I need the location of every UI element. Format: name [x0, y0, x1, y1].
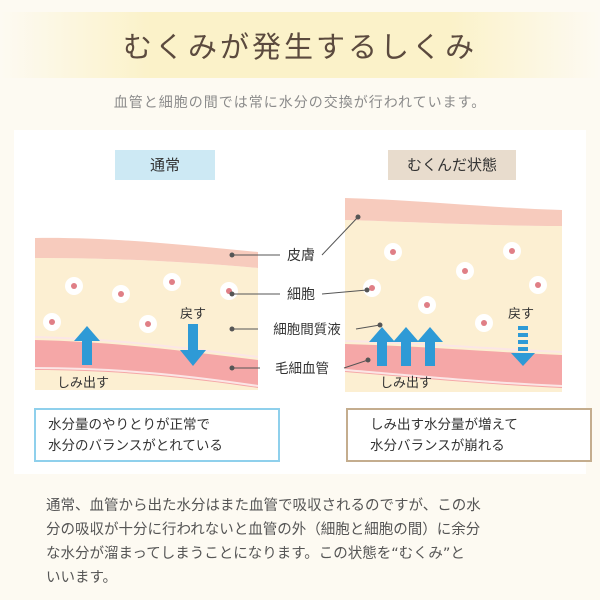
normal-caption: 水分量のやりとりが正常で 水分のバランスがとれている — [34, 408, 280, 462]
caption-line: 水分のバランスがとれている — [48, 438, 223, 454]
swollen-arrow-back-label: 戻す — [508, 307, 534, 322]
caption-line: しみ出す水分量が増えて — [370, 417, 518, 433]
cell — [529, 276, 547, 294]
cell — [220, 282, 238, 300]
normal-tissue — [34, 237, 259, 390]
cell — [475, 314, 493, 332]
cell — [65, 277, 83, 295]
cell — [384, 243, 402, 261]
caption-line: 水分量のやりとりが正常で — [48, 417, 210, 433]
arrow-up-icon — [369, 327, 395, 366]
explanation-line: 通常、血管から出た水分はまた血管で吸収されるのですが、この水 — [46, 498, 481, 514]
explanation-line: な水分が溜まってしまうことになります。この状態を“むくみ”と — [46, 546, 465, 562]
cell — [456, 262, 474, 280]
caption-line: 水分バランスが崩れる — [370, 438, 505, 454]
cell — [163, 273, 181, 291]
cell — [418, 296, 436, 314]
cell — [503, 242, 521, 260]
explanation-line: いいます。 — [46, 570, 118, 586]
label-cell: 細胞 — [287, 287, 315, 303]
swollen-caption: しみ出す水分量が増えて 水分バランスが崩れる — [346, 408, 592, 462]
cell — [363, 279, 381, 297]
label-interstitial-fluid: 細胞間質液 — [273, 322, 341, 338]
swollen-tissue — [344, 198, 563, 392]
arrow-up-icon — [393, 327, 419, 366]
dashed-arrow-down-icon — [511, 326, 535, 366]
explanation-text: 通常、血管から出た水分はまた血管で吸収されるのですが、この水 分の吸収が十分に行… — [46, 494, 566, 590]
arrow-up-icon — [74, 326, 100, 365]
leader-dots — [229, 214, 383, 371]
swollen-state-tag: むくんだ状態 — [388, 150, 516, 180]
page-title: むくみが発生するしくみ — [122, 30, 478, 64]
normal-skin-layer — [35, 237, 258, 268]
title-banner — [0, 12, 600, 78]
swollen-arrow-out-label: しみ出す — [380, 376, 432, 391]
cell — [139, 315, 157, 333]
label-capillary: 毛細血管 — [275, 361, 329, 377]
swollen-skin-layer — [345, 198, 562, 226]
cell — [112, 285, 130, 303]
arrow-up-icon — [417, 327, 443, 366]
explanation-line: 分の吸収が十分に行われないと血管の外（細胞と細胞の間）に余分 — [46, 522, 481, 538]
swollen-capillary-layer — [345, 344, 562, 388]
normal-arrow-out-label: しみ出す — [57, 376, 109, 391]
normal-arrow-back-label: 戻す — [180, 307, 206, 322]
arrow-down-icon — [180, 324, 206, 366]
label-skin: 皮膚 — [287, 248, 315, 264]
leader-lines — [232, 216, 381, 369]
subtitle: 血管と細胞の間では常に水分の交換が行われています。 — [113, 95, 487, 111]
normal-state-tag: 通常 — [115, 150, 215, 180]
cell — [43, 313, 61, 331]
